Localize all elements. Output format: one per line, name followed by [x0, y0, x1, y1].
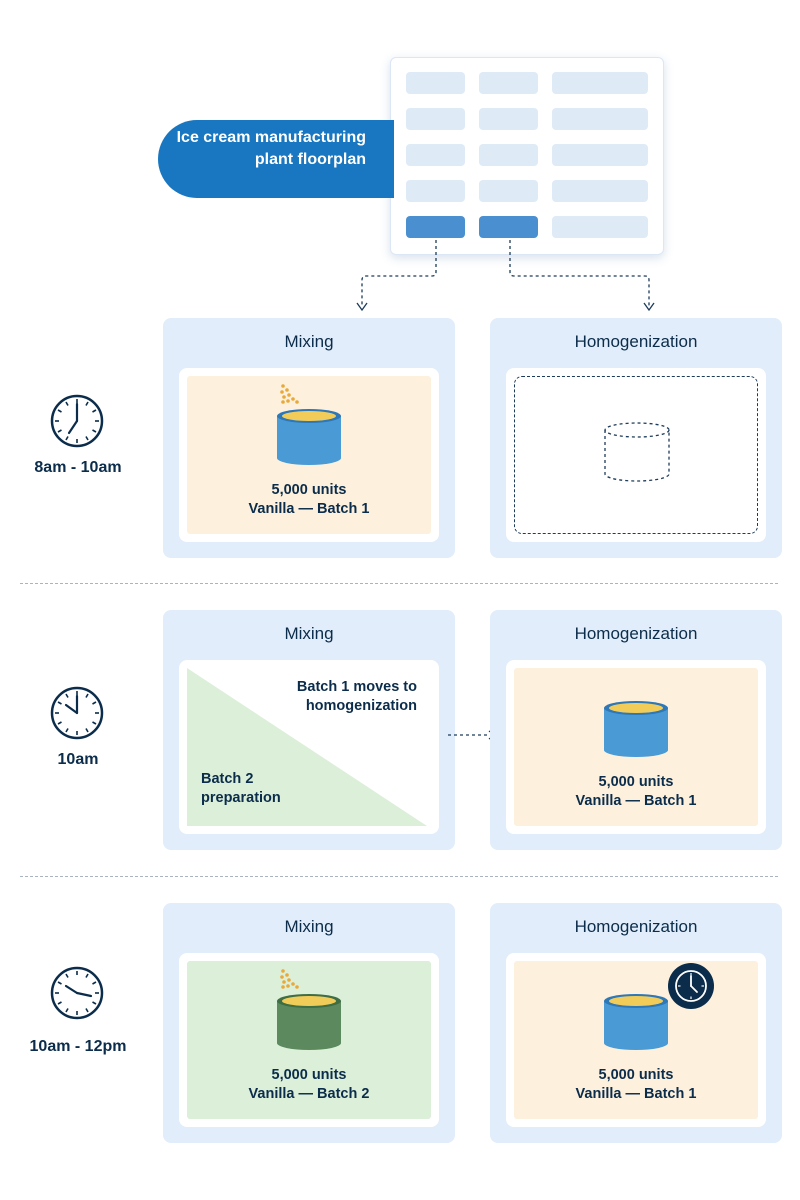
- clock-icon: [50, 966, 104, 1020]
- arrow-head: [356, 302, 368, 312]
- time-label: 8am - 10am: [34, 459, 122, 476]
- panel-title: Mixing: [284, 332, 334, 351]
- floorplan-cell: [406, 108, 465, 130]
- units-label: 5,000 units: [598, 1067, 674, 1083]
- batch-label: Vanilla — Batch 1: [575, 1086, 697, 1102]
- panel-inner: 5,000 units Vanilla — Batch 1: [506, 953, 766, 1127]
- floorplan-cell: [479, 180, 538, 202]
- arrow-head: [643, 302, 655, 312]
- panel-homogenization: Homogenization 5,000 units Vanilla — Bat…: [490, 903, 782, 1143]
- empty-tub-icon: [604, 422, 670, 482]
- panel-mixing: Mixing 5,000 units Vanilla — Batch 2: [163, 903, 455, 1143]
- floorplan-cell: [406, 72, 465, 94]
- stage-divider: [20, 876, 778, 877]
- clock-icon: [50, 394, 104, 448]
- floorplan-title: Ice cream manufacturing plant floorplan: [176, 129, 366, 168]
- sprinkles-icon: [280, 969, 299, 989]
- panel-title: Homogenization: [574, 624, 698, 643]
- floorplan-cell-homogenization: [479, 216, 538, 238]
- panel-homogenization: Homogenization: [490, 318, 782, 558]
- units-label: 5,000 units: [271, 482, 347, 498]
- units-label: 5,000 units: [271, 1067, 347, 1083]
- units-label: 5,000 units: [598, 774, 674, 790]
- floorplan-label: Ice cream manufacturing plant floorplan: [158, 120, 394, 198]
- tub-icon: [604, 994, 668, 1050]
- panel-inner: Batch 1 moves to homogenization Batch 2 …: [179, 660, 439, 834]
- floorplan-cell: [479, 108, 538, 130]
- panel-homogenization: Homogenization 5,000 units Vanilla — Bat…: [490, 610, 782, 850]
- panel-inner: 5,000 units Vanilla — Batch 1: [179, 368, 439, 542]
- panel-mixing: Mixing Batch 1 moves to homogenization B…: [163, 610, 455, 850]
- panel-title: Mixing: [284, 917, 334, 936]
- batch-label: Vanilla — Batch 2: [248, 1086, 370, 1102]
- panel-inner: [506, 368, 766, 542]
- batch-label: Vanilla — Batch 1: [248, 501, 370, 517]
- tub-icon: [604, 701, 668, 757]
- panel-mixing: Mixing 5,000 units Vanilla — Batch 1: [163, 318, 455, 558]
- panel-title: Mixing: [284, 624, 334, 643]
- batch-label: Vanilla — Batch 1: [575, 793, 697, 809]
- panel-inner: 5,000 units Vanilla — Batch 1: [506, 660, 766, 834]
- floorplan-cell: [406, 144, 465, 166]
- arrow-icon: [509, 240, 650, 306]
- time-label: 10am: [57, 751, 99, 768]
- tub-icon: [277, 384, 341, 465]
- floorplan-cell: [406, 180, 465, 202]
- time-label: 10am - 12pm: [29, 1038, 127, 1055]
- panel-title: Homogenization: [574, 917, 698, 936]
- clock-icon: [50, 686, 104, 740]
- floorplan-cell: [552, 72, 648, 94]
- timer-badge-icon: [668, 963, 714, 1009]
- floorplan-cell: [552, 216, 648, 238]
- floorplan-cell: [479, 144, 538, 166]
- panel-inner: 5,000 units Vanilla — Batch 2: [179, 953, 439, 1127]
- floorplan-cell: [552, 108, 648, 130]
- prep-note: Batch 2 preparation: [201, 771, 281, 806]
- stage-divider: [20, 583, 778, 584]
- tub-icon: [277, 969, 341, 1050]
- floorplan-cell: [479, 72, 538, 94]
- floorplan-grid: [390, 57, 664, 255]
- empty-station: [514, 376, 758, 534]
- arrow-icon: [361, 240, 437, 306]
- floorplan-cell: [552, 144, 648, 166]
- floorplan-cell-mixing: [406, 216, 465, 238]
- floorplan-cell: [552, 180, 648, 202]
- panel-title: Homogenization: [574, 332, 698, 351]
- move-note: Batch 1 moves to homogenization: [296, 679, 417, 714]
- transition-split: [187, 668, 427, 826]
- sprinkles-icon: [280, 384, 299, 404]
- floorplan-connectors: [356, 240, 655, 312]
